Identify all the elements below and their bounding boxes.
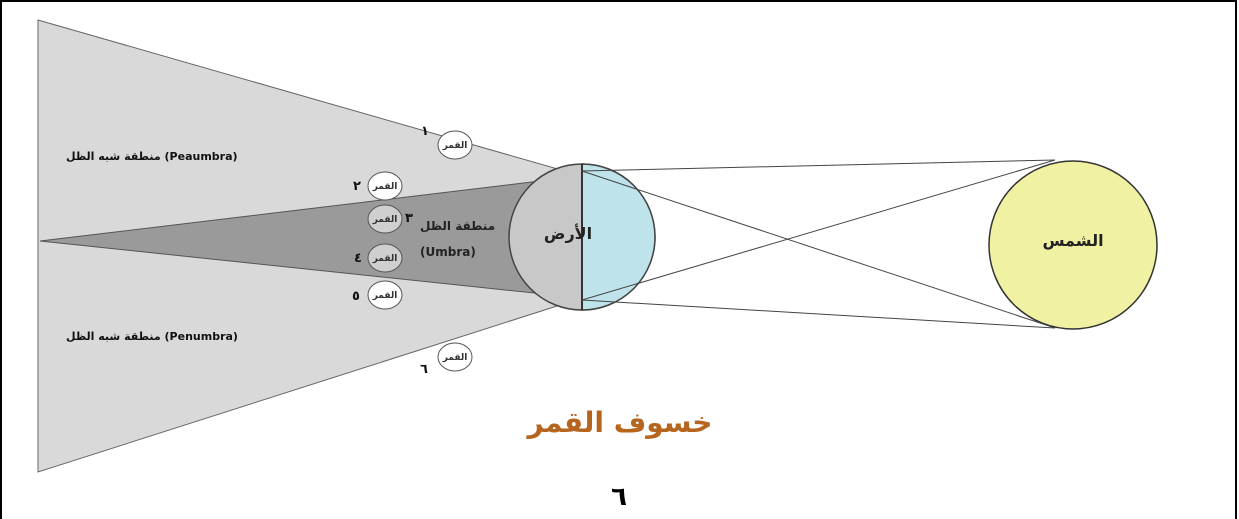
moon-1-number: ١ <box>421 124 429 139</box>
moon-4-number: ٤ <box>354 251 362 266</box>
moon-3-number: ٣ <box>405 211 413 226</box>
moon-6-label: القمر <box>442 353 468 363</box>
moon-2-label: القمر <box>372 182 398 192</box>
moon-4-label: القمر <box>372 254 398 264</box>
moon-6: القمر ٦ <box>420 343 472 377</box>
moon-5-label: القمر <box>372 291 398 301</box>
moon-1-label: القمر <box>442 141 468 151</box>
penumbra-top-label: منطقة شبه الظل (Peaumbra) <box>66 150 238 163</box>
sun-label: الشمس <box>1042 231 1103 250</box>
moon-5-number: ٥ <box>352 289 360 304</box>
diagram-caption: خسوف القمر <box>526 406 713 439</box>
page-number: ٦ <box>611 482 627 512</box>
earth-label: الأرض <box>544 224 592 243</box>
earth-day-side <box>582 164 655 310</box>
moon-3-label: القمر <box>372 215 398 225</box>
penumbra-bottom-label: منطقة شبه الظل (Penumbra) <box>66 330 238 343</box>
moon-6-number: ٦ <box>420 362 428 377</box>
umbra-label-line2: (Umbra) <box>420 245 476 259</box>
umbra-label-line1: منطقة الظل <box>420 219 495 233</box>
moon-2-number: ٢ <box>353 179 361 194</box>
